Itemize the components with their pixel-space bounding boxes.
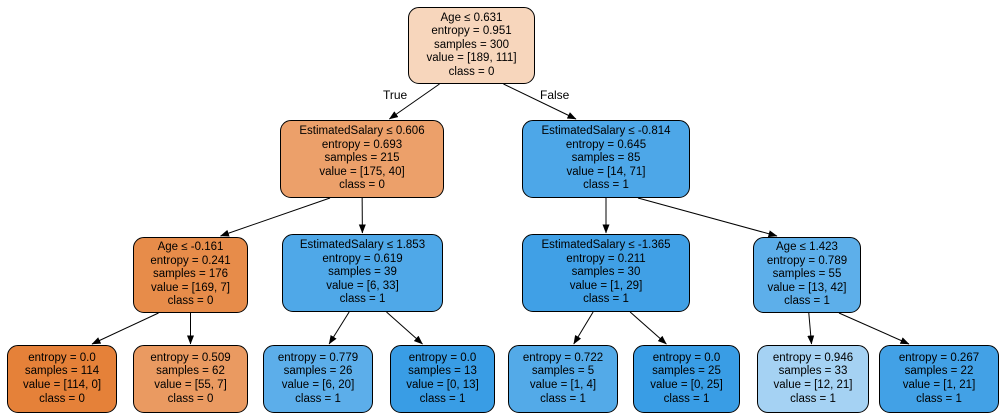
node-line: value = [14, 71] — [566, 165, 646, 178]
tree-edge — [388, 83, 440, 120]
true-branch-label: True — [383, 88, 408, 102]
node-line: value = [6, 20] — [281, 379, 355, 391]
tree-edge — [503, 83, 577, 120]
node-line: samples = 85 — [571, 152, 641, 165]
node-line: samples = 39 — [328, 266, 397, 279]
node-line: value = [175, 40] — [319, 165, 405, 178]
node-line: class = 1 — [583, 293, 629, 306]
node-line: entropy = 0.0 — [28, 351, 96, 364]
node-line: class = 0 — [167, 295, 214, 308]
node-line: entropy = 0.951 — [431, 25, 512, 38]
tree-edge — [91, 312, 159, 345]
node-line: Age ≤ -0.161 — [157, 241, 224, 254]
node-line: class = 0 — [448, 65, 495, 78]
node-line: class = 0 — [39, 392, 85, 405]
node-line: class = 0 — [339, 179, 385, 192]
tree-edge — [838, 312, 910, 345]
node-line: class = 1 — [339, 293, 386, 306]
node-line: entropy = 0.946 — [772, 351, 854, 364]
node-line: EstimatedSalary ≤ 1.853 — [299, 239, 426, 252]
node-line: samples = 300 — [433, 38, 510, 51]
node-line: EstimatedSalary ≤ -0.814 — [541, 125, 671, 138]
node-line: entropy = 0.267 — [898, 351, 980, 364]
node-line: class = 1 — [583, 179, 629, 192]
tree-edge — [573, 311, 594, 345]
node-line: value = [189, 111] — [426, 52, 517, 65]
node-line: entropy = 0.645 — [565, 138, 647, 151]
node-line: samples = 215 — [324, 152, 400, 165]
node-line: entropy = 0.722 — [522, 351, 604, 364]
node-line: entropy = 0.789 — [766, 254, 848, 267]
node-line: value = [1, 4] — [529, 379, 597, 391]
node-line: EstimatedSalary ≤ -1.365 — [541, 239, 671, 252]
node-line: samples = 30 — [571, 266, 641, 279]
tree-edge — [328, 311, 350, 345]
tree-edge — [629, 311, 667, 345]
node-line: entropy = 0.0 — [408, 351, 477, 364]
node-line: value = [12, 21] — [773, 379, 853, 391]
node-line: samples = 33 — [778, 365, 848, 378]
node-line: samples = 22 — [904, 365, 974, 378]
node-line: samples = 26 — [283, 365, 353, 378]
node-line: entropy = 0.779 — [277, 351, 359, 364]
node-line: samples = 55 — [772, 268, 842, 281]
node-line: class = 1 — [540, 392, 586, 405]
node-line: samples = 25 — [652, 365, 721, 378]
node-line: entropy = 0.509 — [150, 351, 231, 364]
node-line: Age ≤ 1.423 — [776, 241, 838, 254]
node-line: samples = 176 — [152, 268, 229, 281]
node-line: value = [0, 25] — [650, 379, 723, 391]
node-line: value = [6, 33] — [326, 279, 399, 292]
node-line: samples = 5 — [531, 365, 595, 378]
node-line: class = 1 — [784, 295, 830, 308]
node-line: value = [13, 42] — [767, 281, 847, 294]
node-line: class = 1 — [663, 392, 710, 405]
node-line: class = 1 — [419, 392, 466, 405]
false-branch-label: False — [540, 88, 570, 102]
node-line: class = 1 — [295, 392, 341, 405]
node-line: samples = 62 — [156, 365, 225, 378]
node-line: value = [0, 13] — [406, 379, 479, 391]
node-line: entropy = 0.0 — [652, 351, 721, 364]
node-line: EstimatedSalary ≤ 0.606 — [299, 125, 425, 138]
node-line: value = [114, 0] — [22, 379, 102, 391]
node-line: class = 0 — [167, 392, 214, 405]
tree-edge — [637, 197, 778, 238]
node-line: class = 1 — [916, 392, 962, 405]
node-line: entropy = 0.693 — [321, 138, 403, 151]
node-line: value = [169, 7] — [151, 281, 230, 294]
node-line: entropy = 0.619 — [322, 252, 403, 265]
node-line: entropy = 0.211 — [566, 252, 646, 265]
node-line: Age ≤ 0.631 — [440, 11, 503, 24]
tree-edge — [386, 311, 423, 345]
node-line: entropy = 0.241 — [150, 254, 231, 267]
node-line: value = [55, 7] — [154, 379, 227, 391]
tree-edge — [807, 312, 815, 345]
node-line: value = [1, 21] — [902, 379, 976, 391]
tree-edge — [220, 197, 331, 237]
node-line: class = 1 — [790, 392, 836, 405]
node-line: value = [1, 29] — [569, 279, 643, 292]
node-line: samples = 13 — [408, 365, 477, 378]
node-line: samples = 114 — [24, 365, 100, 378]
